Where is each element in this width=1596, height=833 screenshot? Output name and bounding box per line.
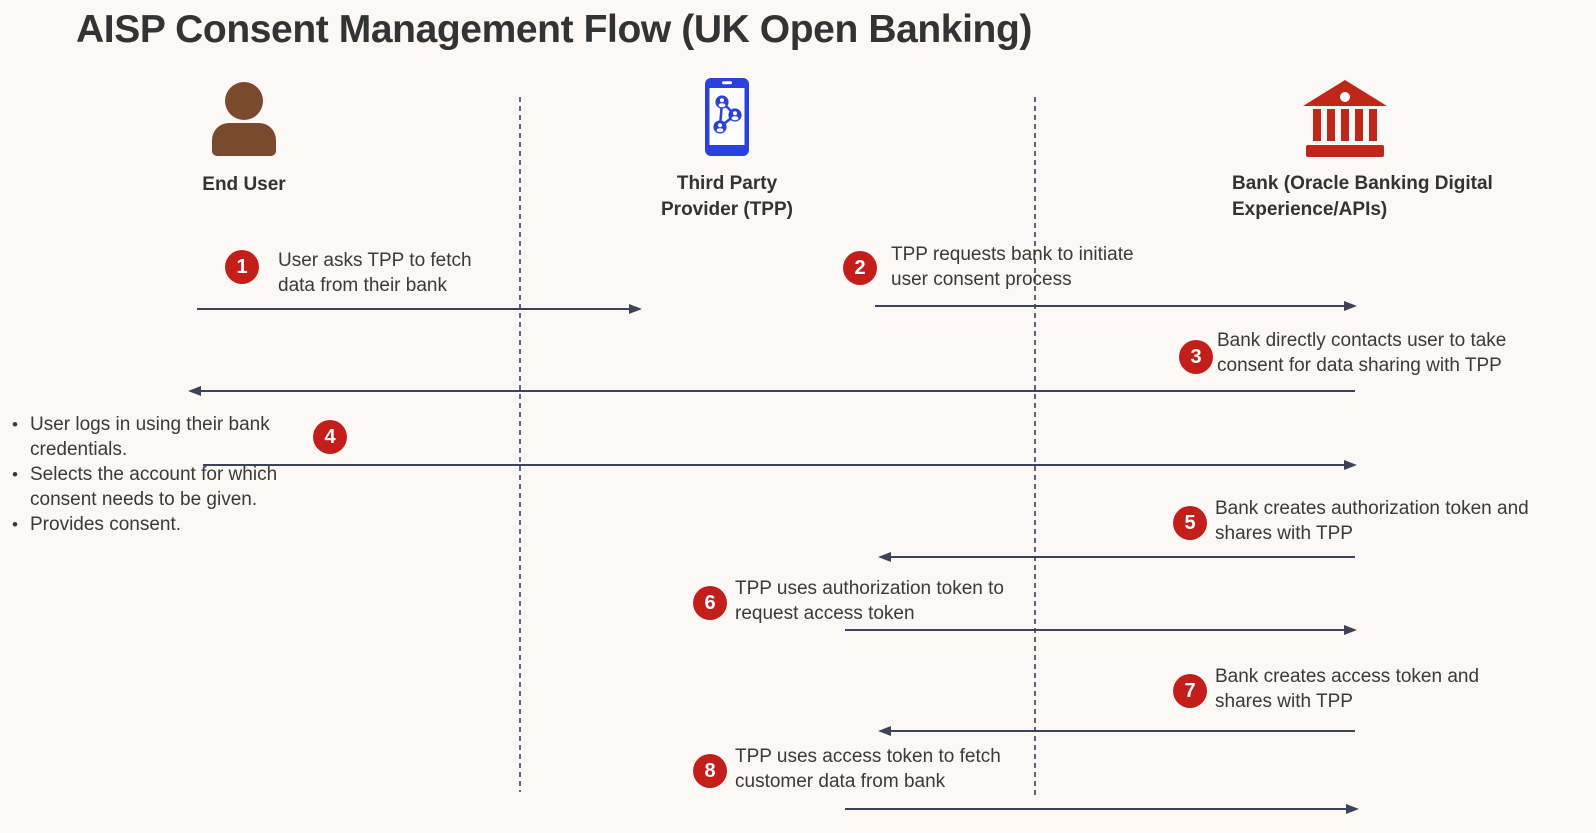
step-2-arrow	[875, 300, 1357, 311]
step-8-label: TPP uses access token to fetch customer …	[735, 746, 1001, 792]
step-7-label: Bank creates access token and shares wit…	[1215, 666, 1480, 712]
bank-building-icon	[1303, 80, 1387, 165]
step-4-bullet-3: Provides consent.	[8, 512, 328, 537]
person-body-shape	[212, 123, 276, 156]
step-3-label: Bank directly contacts user to take cons…	[1217, 330, 1507, 376]
mobile-tpp-network-icon	[704, 77, 750, 162]
step-7-arrow	[878, 725, 1355, 736]
step-4-arrow	[203, 459, 1357, 470]
lifeline-tpp	[1034, 97, 1036, 799]
actor-label-tpp: Third Party Provider (TPP)	[661, 173, 793, 220]
lifeline-end-user	[519, 97, 521, 792]
step-6-arrow	[845, 624, 1357, 635]
step-8-badge: 8	[693, 754, 727, 788]
step-3-badge: 3	[1179, 340, 1213, 374]
step-3-arrow	[188, 385, 1355, 396]
step-5-arrow	[878, 551, 1355, 562]
page-title: AISP Consent Management Flow (UK Open Ba…	[76, 8, 1032, 51]
step-5-badge: 5	[1173, 506, 1207, 540]
step-4-bullet-2: Selects the account for which consent ne…	[8, 462, 328, 512]
actor-label-bank: Bank (Oracle Banking Digital Experience/…	[1232, 173, 1493, 220]
step-1-badge: 1	[225, 250, 259, 284]
step-4-notes: User logs in using their bank credential…	[8, 412, 328, 537]
person-icon	[212, 82, 276, 156]
person-head-shape	[225, 82, 263, 120]
step-6-label: TPP uses authorization token to request …	[735, 578, 1004, 624]
step-5-label: Bank creates authorization token and sha…	[1215, 498, 1529, 544]
step-6-badge: 6	[693, 586, 727, 620]
step-7-badge: 7	[1173, 674, 1207, 708]
step-4-bullet-1: User logs in using their bank credential…	[8, 412, 328, 462]
step-1-label: User asks TPP to fetch data from their b…	[278, 250, 472, 296]
step-2-label: TPP requests bank to initiate user conse…	[891, 244, 1134, 290]
step-4-badge: 4	[313, 420, 347, 454]
step-2-badge: 2	[843, 251, 877, 285]
step-1-arrow	[197, 303, 642, 314]
actor-label-end-user: End User	[202, 174, 286, 195]
step-8-arrow	[845, 803, 1359, 814]
